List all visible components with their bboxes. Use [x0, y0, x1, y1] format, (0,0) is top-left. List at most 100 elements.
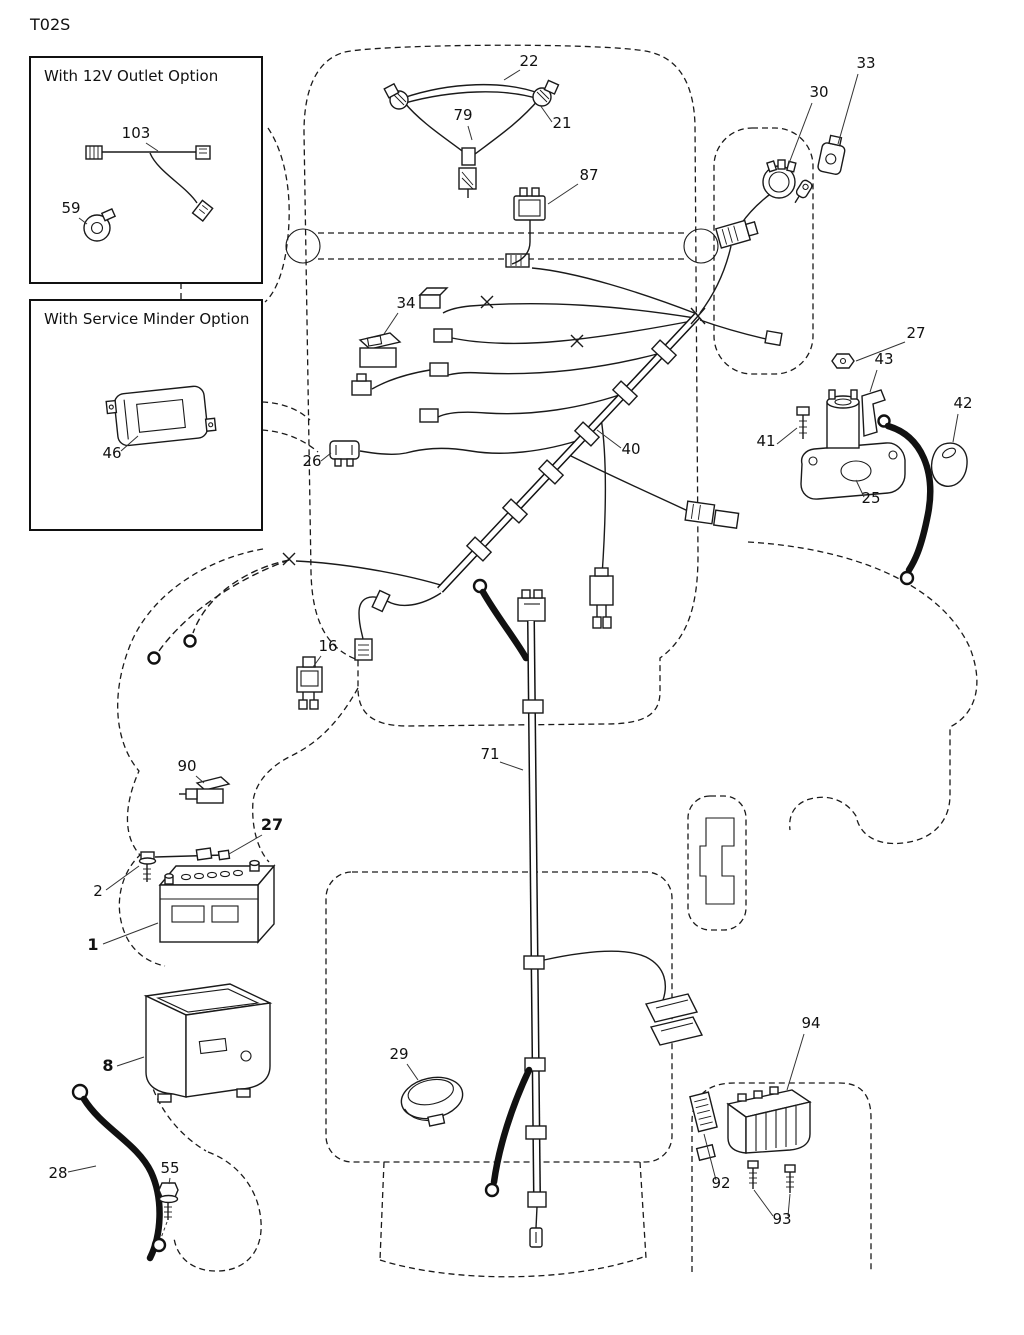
right-fender-outline	[747, 541, 978, 845]
seat-pan-bottom-edge	[379, 1255, 647, 1278]
callout-1: 1	[87, 935, 98, 954]
control-module-94	[726, 1086, 812, 1154]
callout-leader-33	[837, 73, 859, 145]
hour-meter-29	[400, 1076, 464, 1127]
callout-leader-34	[383, 312, 399, 335]
terminal-boot-42	[930, 442, 968, 487]
callout-leader-93	[753, 1189, 774, 1217]
power-outlet-59	[83, 207, 117, 242]
dash-panel	[285, 228, 719, 264]
terminal-clamp-27	[154, 847, 231, 861]
callout-40: 40	[621, 440, 640, 458]
callout-leader-22	[503, 69, 521, 81]
solenoid-body	[826, 401, 860, 449]
callout-92: 92	[711, 1174, 730, 1192]
page-title: T02S	[29, 15, 70, 34]
callout-leader-43	[869, 369, 878, 393]
callout-leader-28	[67, 1165, 97, 1173]
callout-leader-46	[120, 435, 139, 452]
inset2-link-b	[261, 429, 319, 453]
inset-service-minder-title: With Service Minder Option	[44, 310, 249, 328]
cable-clamp	[525, 1125, 547, 1140]
callout-25: 25	[861, 489, 880, 507]
interlock-switch-16	[296, 656, 323, 710]
cable-wrap	[461, 147, 476, 166]
relay-90	[179, 776, 231, 804]
left-bottom-outline	[173, 1151, 262, 1272]
connector	[418, 287, 449, 296]
callout-93: 93	[772, 1210, 791, 1228]
shifter-gate	[699, 817, 735, 905]
callout-42: 42	[953, 394, 972, 412]
callout-22: 22	[519, 52, 538, 70]
switch-34	[358, 332, 402, 368]
service-minder-unit-46	[105, 385, 217, 447]
main-harness-40	[437, 313, 700, 593]
callout-27: 27	[906, 324, 925, 342]
callout-leader-27	[855, 341, 906, 362]
steering-shaft-left	[285, 228, 321, 264]
callout-leader-2	[105, 865, 140, 891]
cable-wrap	[371, 589, 391, 613]
battery-cable	[884, 422, 934, 574]
keyswitch-module-33	[817, 134, 846, 175]
pronged-connector	[589, 567, 614, 629]
branch-wires	[147, 191, 783, 665]
callout-55: 55	[160, 1159, 179, 1177]
callout-43: 43	[874, 350, 893, 368]
inset-service-minder: With Service Minder Option	[29, 299, 263, 531]
left-footwell-outline	[252, 687, 359, 863]
callout-leader-42	[952, 413, 959, 443]
ignition-key	[794, 179, 813, 204]
cable-clamp	[522, 699, 544, 714]
callout-8: 8	[102, 1056, 113, 1075]
nut-27	[831, 353, 855, 369]
callout-leader-26	[320, 452, 332, 462]
fuse-holder-26	[329, 440, 360, 467]
callout-leader-41	[776, 427, 798, 445]
callout-leader-30	[787, 102, 813, 167]
callout-leader-93	[787, 1193, 791, 1217]
callout-leader-8	[116, 1056, 145, 1067]
callout-leader-40	[596, 429, 622, 449]
cable-wrap	[537, 459, 565, 485]
cable-wrap	[465, 536, 493, 562]
callout-41: 41	[756, 432, 775, 450]
battery	[158, 859, 276, 944]
callout-103: 103	[122, 124, 151, 142]
callout-29: 29	[389, 1045, 408, 1063]
connector	[517, 597, 546, 622]
seat-pan-right-edge	[639, 1161, 647, 1259]
junction-marks	[282, 295, 706, 566]
callout-34: 34	[396, 294, 415, 312]
ignition-switch	[762, 159, 813, 204]
battery-box-8	[143, 983, 273, 1103]
callout-leader-90	[195, 775, 205, 784]
callout-30: 30	[809, 83, 828, 101]
callout-leader-103	[145, 142, 159, 152]
cable-wrap	[611, 380, 639, 406]
connector	[354, 638, 373, 661]
seat-harness-branch	[543, 950, 704, 1046]
connector-87	[511, 187, 546, 265]
callout-46: 46	[102, 444, 121, 462]
steering-shaft-right	[683, 228, 719, 264]
bolt-55	[151, 1182, 179, 1253]
solenoid-base	[800, 442, 906, 500]
inset2-link-a	[261, 401, 311, 421]
dash-panel-outline	[713, 127, 814, 375]
connector-92	[689, 1091, 718, 1162]
callout-16: 16	[318, 637, 337, 655]
callout-leader-92	[703, 1133, 717, 1181]
ground-cable-28	[71, 1083, 163, 1262]
cable-wrap	[650, 339, 678, 365]
seat-pan-outline	[325, 871, 673, 1163]
battery-bolt-2	[138, 851, 157, 882]
callout-27: 27	[261, 815, 283, 834]
callout-94: 94	[801, 1014, 820, 1032]
callout-leader-27	[228, 834, 263, 855]
cable-wrap	[501, 498, 529, 524]
